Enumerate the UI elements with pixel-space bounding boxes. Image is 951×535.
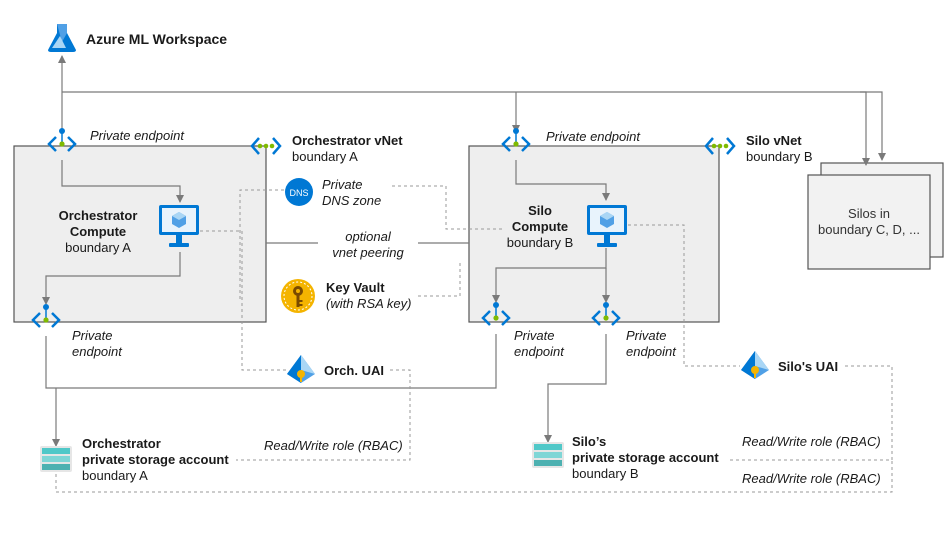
orchestrator-vnet-box: [13, 145, 267, 323]
silo-storage-line2: private storage account: [572, 450, 719, 465]
silo-vnet-title: Silo vNet: [746, 133, 802, 148]
azure-ml-flask-icon: [46, 22, 78, 54]
silo-storage-line1: Silo’s: [572, 434, 607, 449]
dns-zone-icon: DNS: [284, 177, 314, 207]
workspace-title: Azure ML Workspace: [86, 31, 228, 47]
silo-pe-left-line2: endpoint: [514, 344, 564, 359]
silo-storage-label: Silo’s private storage account boundary …: [572, 434, 719, 482]
orch-pe-bottom-label: Private endpoint: [72, 328, 122, 360]
silo-pe-top-label: Private endpoint: [546, 129, 640, 144]
orch-pe-bottom-line1: Private: [72, 328, 113, 343]
other-silos-label: Silos in boundary C, D, ...: [808, 206, 930, 238]
orch-pe-top-label: Private endpoint: [90, 128, 184, 143]
silo-pe-left-line1: Private: [514, 328, 555, 343]
private-endpoint-icon: [30, 304, 62, 336]
orch-storage-label: Orchestrator private storage account bou…: [82, 436, 229, 484]
peering-label: optional vnet peering: [318, 229, 418, 261]
compute-monitor-icon: [586, 204, 628, 250]
private-endpoint-icon: [46, 128, 78, 160]
silo-storage-boundary: boundary B: [572, 466, 639, 481]
managed-identity-icon: [740, 350, 770, 380]
other-silos-line2: boundary C, D, ...: [818, 222, 920, 237]
silo-rbac-label-1: Read/Write role (RBAC): [742, 434, 881, 449]
peering-line2: vnet peering: [332, 245, 404, 260]
key-vault-sub: (with RSA key): [326, 296, 412, 311]
orch-storage-line2: private storage account: [82, 452, 229, 467]
silo-compute-label: Silo Compute boundary B: [498, 203, 582, 251]
other-silos-line1: Silos in: [848, 206, 890, 221]
orch-compute-boundary: boundary A: [65, 240, 131, 255]
private-endpoint-icon: [500, 128, 532, 160]
other-silos-front: [807, 174, 931, 270]
orch-compute-line2: Compute: [69, 224, 127, 239]
orch-pe-bottom-line2: endpoint: [72, 344, 122, 359]
orch-vnet-boundary: boundary A: [292, 149, 358, 164]
silo-compute-boundary: boundary B: [506, 235, 574, 250]
private-endpoint-icon: [480, 302, 512, 334]
orch-vnet-label: Orchestrator vNet boundary A: [292, 133, 403, 165]
silo-pe-right-line2: endpoint: [626, 344, 676, 359]
silo-pe-left-label: Private endpoint: [514, 328, 564, 360]
compute-monitor-icon: [158, 204, 200, 250]
silo-vnet-label: Silo vNet boundary B: [746, 133, 813, 165]
orch-storage-line1: Orchestrator: [82, 436, 161, 451]
silo-pe-right-line1: Private: [626, 328, 667, 343]
orch-storage-boundary: boundary A: [82, 468, 148, 483]
silo-vnet-boundary: boundary B: [746, 149, 813, 164]
storage-account-icon: [40, 446, 72, 472]
key-vault-label: Key Vault (with RSA key): [326, 280, 411, 312]
storage-account-icon: [532, 442, 564, 468]
orch-rbac-label: Read/Write role (RBAC): [264, 438, 403, 453]
peering-line1: optional: [345, 229, 391, 244]
dns-badge-text: DNS: [289, 188, 308, 198]
silo-compute-line1: Silo: [528, 203, 552, 218]
vnet-icon: [250, 133, 282, 159]
orch-compute-label: Orchestrator Compute boundary A: [46, 208, 150, 256]
orch-compute-line1: Orchestrator: [58, 208, 138, 223]
silo-pe-right-label: Private endpoint: [626, 328, 676, 360]
dns-zone-line2: DNS zone: [322, 193, 382, 208]
dns-zone-line1: Private: [322, 177, 363, 192]
vnet-icon: [704, 133, 736, 159]
key-vault-icon: [280, 278, 316, 314]
orch-uai-label: Orch. UAI: [324, 363, 384, 378]
orch-vnet-title: Orchestrator vNet: [292, 133, 403, 148]
silo-uai-label: Silo's UAI: [778, 359, 839, 374]
silo-rbac-label-2: Read/Write role (RBAC): [742, 471, 881, 486]
private-endpoint-icon: [590, 302, 622, 334]
dns-zone-label: Private DNS zone: [322, 177, 381, 209]
key-vault-title: Key Vault: [326, 280, 385, 295]
managed-identity-icon: [286, 354, 316, 384]
silo-compute-line2: Compute: [511, 219, 569, 234]
